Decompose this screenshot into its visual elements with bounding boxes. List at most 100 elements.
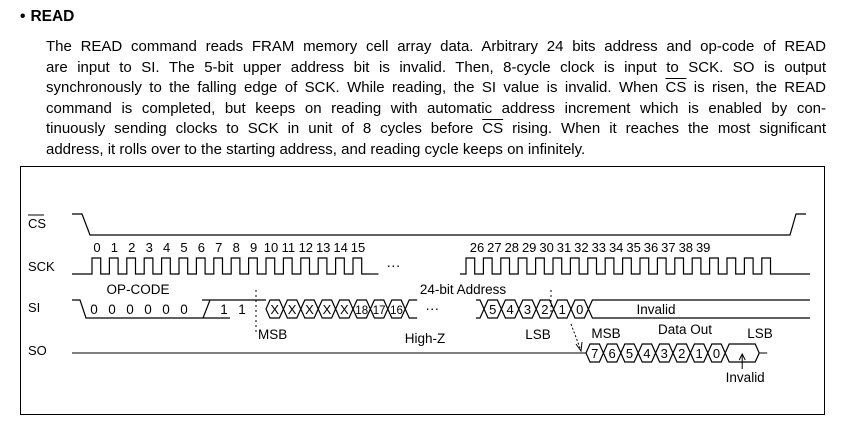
- data-out-label: Data Out: [658, 322, 712, 337]
- si-ellipsis: ···: [425, 300, 439, 316]
- text-run: tinuously sending clocks to SCK in unit …: [46, 120, 483, 137]
- address-bit: 16: [390, 305, 403, 317]
- opcode-bit: 0: [90, 302, 98, 317]
- clock-number: 39: [696, 240, 710, 255]
- data-out-bit: 5: [626, 346, 633, 361]
- clock-number: 36: [644, 240, 658, 255]
- cs-signal-name: CS: [665, 79, 687, 96]
- paragraph-line: The READ command reads FRAM memory cell …: [46, 37, 826, 58]
- sck-clock-group-a: [72, 257, 371, 275]
- sck-clock-group-b: [460, 257, 810, 275]
- address-bit: 3: [524, 302, 531, 317]
- cs-waveform: [72, 213, 806, 236]
- paragraph-line: synchronously to the falling edge of SCK…: [46, 78, 826, 99]
- clock-number: 5: [180, 240, 187, 255]
- opcode-bit: 1: [238, 302, 246, 317]
- clock-number: 2: [128, 240, 135, 255]
- clock-number: 35: [626, 240, 640, 255]
- opcode-bit: 0: [180, 302, 188, 317]
- paragraph-line: command is completed, but keeps on readi…: [46, 99, 826, 120]
- opcode-bit: 0: [126, 302, 134, 317]
- text-run: rising. When it reaches the most signifi…: [503, 120, 826, 137]
- clock-number: 1: [111, 240, 118, 255]
- data-out-bit: 4: [643, 346, 650, 361]
- clock-number: 14: [333, 240, 347, 255]
- address-label: 24-bit Address: [420, 282, 507, 297]
- bullet: •: [20, 8, 26, 25]
- clock-number: 10: [264, 240, 278, 255]
- address-bit: X: [288, 302, 297, 317]
- paragraph-line: address, it rolls over to the starting a…: [46, 140, 826, 161]
- address-bit: 5: [489, 302, 496, 317]
- paragraph-line: are input to SI. The 5-bit upper address…: [46, 58, 826, 79]
- clock-number: 0: [93, 240, 100, 255]
- opcode-bit: 1: [220, 302, 228, 317]
- clock-number: 31: [557, 240, 571, 255]
- cs-signal-name: CS: [482, 120, 504, 137]
- si-invalid-label: Invalid: [636, 302, 675, 317]
- clock-number: 38: [679, 240, 693, 255]
- address-break-edge: [404, 299, 418, 319]
- paragraph-line: tinuously sending clocks to SCK in unit …: [46, 119, 826, 140]
- cs-label: CS: [28, 216, 46, 231]
- opcode-label: OP-CODE: [106, 282, 169, 297]
- clock-number: 34: [609, 240, 623, 255]
- clock-number: 12: [299, 240, 313, 255]
- data-out-bit: 7: [591, 346, 598, 361]
- address-bit: X: [305, 302, 314, 317]
- text-run: is risen, the READ: [686, 79, 826, 96]
- address-bit: X: [323, 302, 332, 317]
- si-opcode-slash: [202, 299, 211, 319]
- clock-number: 30: [539, 240, 553, 255]
- sck-ellipsis: ···: [386, 257, 400, 273]
- clock-number: 6: [198, 240, 205, 255]
- lsb-out-label: LSB: [747, 326, 773, 341]
- clock-number: 4: [163, 240, 170, 255]
- sck-label: SCK: [28, 259, 55, 274]
- diagram-frame: [20, 166, 825, 415]
- address-bit: 17: [373, 305, 386, 317]
- si-start-edge: [72, 299, 90, 319]
- si-label: SI: [28, 300, 40, 315]
- clock-number: 27: [487, 240, 501, 255]
- section-heading: •READ: [20, 8, 74, 26]
- clock-number: 28: [505, 240, 519, 255]
- clock-number: 7: [215, 240, 222, 255]
- data-out-bit: 6: [608, 346, 615, 361]
- address-bit: X: [270, 302, 279, 317]
- falling-edge-arrowhead: [575, 341, 583, 353]
- clock-number: 33: [592, 240, 606, 255]
- description-paragraph: The READ command reads FRAM memory cell …: [46, 37, 826, 160]
- so-label: SO: [28, 343, 47, 358]
- clock-number: 26: [470, 240, 484, 255]
- high-z-label: High-Z: [405, 331, 446, 346]
- clock-number: 37: [661, 240, 675, 255]
- si-invalid-region: [587, 299, 810, 319]
- clock-number: 3: [146, 240, 153, 255]
- data-out-bit: 2: [678, 346, 685, 361]
- clock-number: 32: [574, 240, 588, 255]
- opcode-bit: 0: [108, 302, 116, 317]
- clock-number: 13: [316, 240, 330, 255]
- address-bit: 18: [355, 305, 368, 317]
- clock-number: 11: [282, 240, 296, 255]
- opcode-bit: 0: [162, 302, 170, 317]
- data-out-bit: 3: [661, 346, 668, 361]
- address-resume-edge: [476, 299, 485, 319]
- address-bit: 4: [506, 302, 513, 317]
- data-out-bit: 0: [713, 346, 720, 361]
- clock-number: 9: [250, 240, 257, 255]
- data-out-bit: 1: [695, 346, 702, 361]
- text-run: address, it rolls over to the starting a…: [46, 140, 586, 158]
- text-run: The READ command reads FRAM memory cell …: [46, 38, 826, 55]
- text-run: command is completed, but keeps on readi…: [46, 99, 826, 117]
- address-bit: 2: [541, 302, 548, 317]
- lsb-in-label: LSB: [525, 327, 551, 342]
- address-bit: 0: [576, 302, 583, 317]
- so-invalid-label: Invalid: [726, 370, 765, 385]
- clock-number: 8: [233, 240, 240, 255]
- so-invalid-pointer-head: [738, 352, 746, 361]
- text-run: synchronously to the falling edge of SCK…: [46, 79, 666, 96]
